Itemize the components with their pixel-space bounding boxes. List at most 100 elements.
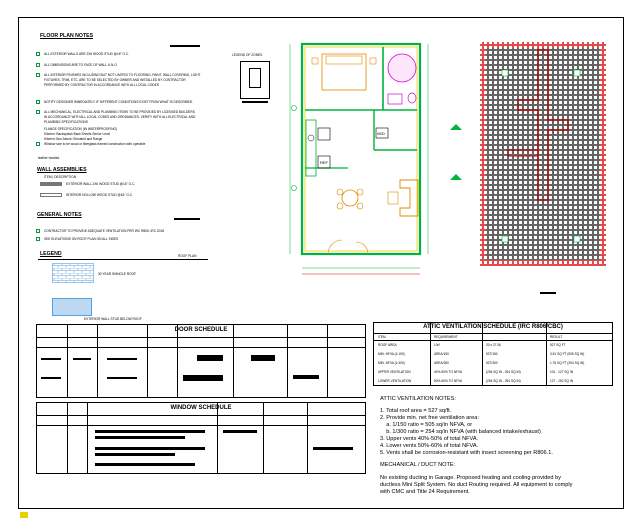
attic-cell: 527/300 xyxy=(486,361,498,365)
note-line: FLANGE SPECIFICATION (IN WATERPROOFING) xyxy=(44,127,118,131)
legend-title: LEGEND xyxy=(40,251,62,257)
note-line: PERFORMED BY CONTRACTOR IN ACCORDANCE WI… xyxy=(44,83,159,87)
mech-note-line: No existing ducting in Garage. Proposed … xyxy=(380,475,561,481)
attic-cell: MIN. NFVA (1:300) xyxy=(378,361,405,365)
attic-cell: MIN. NFVA (1:150) xyxy=(378,352,405,356)
note-line: NOTIFY DESIGNER IMMEDIATELY IF DIFFERENT… xyxy=(44,100,193,104)
wall-assemblies-header: ITEM | DESCRIPTION xyxy=(44,175,76,179)
window-schedule-table: WINDOW SCHEDULE xyxy=(36,402,366,474)
attic-note-line: 2. Provide min. net free ventilation are… xyxy=(380,415,479,421)
note-tag xyxy=(36,237,40,241)
attic-cell: (254 SQ IN - 254 SQ IN) xyxy=(486,370,521,374)
attic-col-requirement: REQUIREMENT xyxy=(434,335,458,339)
attic-col-item: ITEM xyxy=(378,335,386,339)
wall-swatch xyxy=(52,298,92,316)
wall-assemblies-title: WALL ASSEMBLIES xyxy=(37,167,87,173)
attic-cell: (254 SQ IN - 254 SQ IN) xyxy=(486,379,521,383)
attic-cell: L/W xyxy=(434,343,440,347)
note-line: Window size to be wood or fiberglass fra… xyxy=(44,142,146,146)
attic-cell: 20 x 27.06 xyxy=(486,343,501,347)
attic-cell: 50%-60% TO NFVA xyxy=(434,379,463,383)
corner-marker xyxy=(20,512,28,518)
attic-note-line: 1. Total roof area = 527 sq/ft. xyxy=(380,408,452,414)
roof-field xyxy=(486,48,600,260)
attic-cell: 527/150 xyxy=(486,352,498,356)
wall-assembly-item: INTERIOR HOLLOW WOOD STUD @16" O.C. xyxy=(66,193,133,197)
door-schedule-title: DOOR SCHEDULE xyxy=(174,327,228,333)
attic-cell: 40%-50% TO NFVA xyxy=(434,370,463,374)
shingle-swatch xyxy=(52,263,94,283)
legend-divider xyxy=(38,259,208,260)
floor-plan: REF W/D xyxy=(289,42,429,275)
door-schedule-table: DOOR SCHEDULE xyxy=(36,324,366,398)
general-notes-hatch xyxy=(174,218,200,220)
note-line: FIXTURES, TRIM, ETC. ARE TO BE SELECTED … xyxy=(44,78,186,82)
mech-note-title: MECHANICAL / DUCT NOTE: xyxy=(380,462,456,468)
kitchen-counter xyxy=(305,119,317,177)
inner-wall-line xyxy=(304,46,418,252)
attic-cell: 527 SQ FT xyxy=(550,343,566,347)
legend-subtitle: ROOF PLAN xyxy=(178,254,197,258)
fridge xyxy=(317,155,331,169)
note-line: ALL INTERIOR FINISHES INCLUDING BUT NOT … xyxy=(44,73,201,77)
attic-col-result: RESULT xyxy=(550,335,563,339)
attic-cell: AREA/150 xyxy=(434,352,449,356)
roof-plan xyxy=(480,42,606,266)
attic-cell: 3.51 SQ FT (505 SQ IN) xyxy=(550,352,585,356)
attic-cell: AREA/300 xyxy=(434,361,449,365)
window-schedule-title: WINDOW SCHEDULE xyxy=(170,405,232,411)
note-line: IN ACCORDANCE WITH ALL LOCAL CODES AND O… xyxy=(44,115,196,119)
wall-assembly-item: EXTERIOR WALL 2X6 WOOD STUD @16" O.C. xyxy=(66,182,136,186)
notes-title: FLOOR PLAN NOTES xyxy=(40,33,94,39)
attic-cell: LOWER VENTILATION xyxy=(378,379,412,383)
note-line: PLUMBING SPECIFICATIONS xyxy=(44,120,88,124)
note-line: Kitchen: Backsplash Back Sheets Senior L… xyxy=(44,132,111,136)
legend-shingle-label: 30 YEAR SHINGLE ROOF xyxy=(98,272,137,276)
range xyxy=(317,127,331,141)
attic-note-line: a. 1/150 ratio = 505 sq/in NFVA, or xyxy=(380,422,473,428)
mech-note-line: with CMC and Title 24 Requirement. xyxy=(380,489,470,495)
attic-cell: 101 - 127 SQ IN xyxy=(550,370,574,374)
key-window-box xyxy=(240,61,270,99)
attic-note-line: 3. Upper vents 40%-50% of total NFVA. xyxy=(380,436,479,442)
attic-cell: ROOF AREA xyxy=(378,343,397,347)
note-line: ALL MECHANICAL, ELECTRICAL AND PLUMBING … xyxy=(44,110,195,114)
attic-cell: 127 - 152 SQ IN xyxy=(550,379,574,383)
note-line: ALL DIMENSIONS ARE TO FACE OF WALL U.N.O… xyxy=(44,63,118,67)
note-line: leather headed xyxy=(38,156,60,160)
note-tag xyxy=(36,142,40,146)
ridge-line xyxy=(517,49,569,201)
bed xyxy=(321,53,367,91)
attic-cell: 1.76 SQ FT (254 SQ IN) xyxy=(550,361,585,365)
attic-schedule-table: ATTIC VENTILATION SCHEDULE (IRC R806/CBC… xyxy=(373,322,613,386)
roof-scale-bar xyxy=(540,292,556,294)
general-notes-title: GENERAL NOTES xyxy=(37,212,82,218)
legend-wall-label: EXTERIOR WALL STUD BELOW ROOF xyxy=(84,317,142,321)
wd-label: W/D xyxy=(377,131,385,136)
note-tag xyxy=(36,100,40,104)
general-note-line: CONTRACTOR TO PROVIDE ADEQUATE VENTILATI… xyxy=(44,229,164,233)
mech-note-line: ductless Mini Split System. No duct Rout… xyxy=(380,482,573,488)
attic-note-line: b. 1/300 ratio = 254 sq/in NFVA (with ba… xyxy=(380,429,541,435)
exterior-wall-swatch xyxy=(40,182,62,186)
note-tag xyxy=(36,63,40,67)
attic-schedule-title: ATTIC VENTILATION SCHEDULE (IRC R806/CBC… xyxy=(423,324,563,330)
note-line: ALL EXTERIOR WALLS ARE 2X6 WOOD STUD @16… xyxy=(44,52,130,56)
legend-key-title: LEGEND OF ZONES xyxy=(232,53,263,57)
note-line: Kitchen: Box Above: Elevated and Range xyxy=(44,137,103,141)
notes-hatch xyxy=(170,45,200,47)
outer-wall xyxy=(300,42,422,256)
attic-notes-title: ATTIC VENTILATION NOTES: xyxy=(380,396,456,402)
attic-cell: UPPER VENTILATION xyxy=(378,370,411,374)
note-tag xyxy=(36,110,40,114)
attic-note-line: 4. Lower vents 50%-60% of total NFVA. xyxy=(380,443,479,449)
note-tag xyxy=(36,73,40,77)
fridge-label: REF xyxy=(320,160,329,165)
sofa xyxy=(399,179,419,217)
shower xyxy=(387,53,417,83)
note-tag xyxy=(36,229,40,233)
interior-wall-swatch xyxy=(40,193,62,197)
section-arrows xyxy=(450,124,462,180)
sheet-border xyxy=(18,17,624,509)
